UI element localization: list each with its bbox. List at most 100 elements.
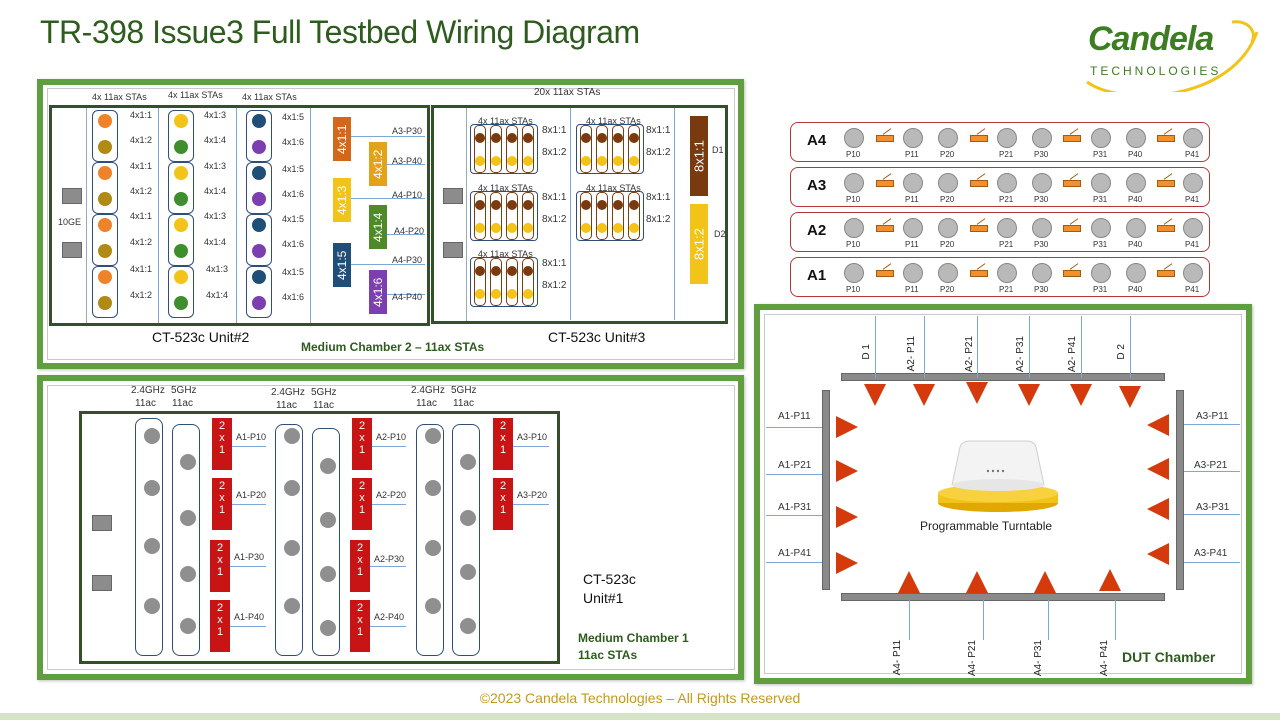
- sta-radio-dot: [597, 200, 607, 210]
- antenna-cable: [766, 474, 822, 475]
- sta-radio-dot: [613, 223, 623, 233]
- sta-radio-dot: [475, 223, 485, 233]
- unit3-output-label: D1: [712, 145, 724, 155]
- sta-pair: [92, 162, 118, 214]
- sta-radio-dot: [174, 296, 188, 310]
- radio-dot: [320, 512, 336, 528]
- attenuator-port: [997, 218, 1017, 238]
- attenuator-port-label: P31: [1093, 285, 1108, 294]
- sta-radio-dot: [252, 270, 266, 284]
- sta-radio-dot: [491, 266, 501, 276]
- radio-dot: [460, 618, 476, 634]
- radio-dot: [144, 538, 160, 554]
- attenuator-port-label: P20: [940, 240, 955, 249]
- attenuator-port: [1183, 263, 1203, 283]
- antenna-left: [836, 416, 858, 438]
- antenna-left-label: A1-P41: [778, 548, 812, 559]
- attenuator-port-label: P21: [999, 240, 1014, 249]
- sta-radio-dot: [475, 200, 485, 210]
- antenna-top-label: A2- P41: [1067, 336, 1078, 373]
- antenna-top: [913, 384, 935, 406]
- col1-label: 4x1:2: [130, 290, 153, 300]
- sta-radio-dot: [629, 200, 639, 210]
- unit3-label: 8x1:2: [542, 280, 567, 291]
- combiner-output-label: A3-P20: [517, 490, 548, 500]
- attenuator-port-label: P21: [999, 150, 1014, 159]
- unit3-port-1: [443, 188, 463, 204]
- col2-label: 4x1:4: [206, 290, 229, 300]
- attenuator-row-label: A3: [807, 177, 827, 194]
- antenna-cable: [1184, 514, 1240, 515]
- attenuator-port: [997, 173, 1017, 193]
- sta-radio-dot: [613, 200, 623, 210]
- sta-radio-dot: [174, 166, 188, 180]
- sta-pair: [92, 214, 118, 266]
- antenna-cable: [1130, 316, 1131, 378]
- unit3-label: 8x1:2: [646, 214, 671, 225]
- antenna-right: [1147, 414, 1169, 436]
- attenuator-port: [1126, 128, 1146, 148]
- antenna-bottom: [966, 571, 988, 593]
- unit3-output-label: D2: [714, 229, 726, 239]
- attenuator-icon: [970, 225, 988, 232]
- attenuator-port: [903, 173, 923, 193]
- combiner-output-label: A2-P40: [374, 612, 405, 622]
- splitter-output-line: [351, 198, 425, 199]
- antenna-cable: [1184, 562, 1240, 563]
- unit1-caption-line1: CT-523c: [583, 571, 636, 587]
- col3-label: 4x1:6: [282, 189, 305, 199]
- col1-bus-line: [158, 108, 159, 323]
- attenuator-port-label: P10: [846, 285, 861, 294]
- attenuator-port: [903, 263, 923, 283]
- attenuator-port-label: P11: [905, 195, 919, 204]
- unit2-divider: [86, 108, 87, 323]
- attenuator-port-label: P41: [1185, 150, 1200, 159]
- mode-header: 11ac: [416, 398, 437, 409]
- radio-dot: [425, 598, 441, 614]
- sta-group-header: 4x 11ax STAs: [478, 249, 533, 259]
- attenuator-port-label: P30: [1034, 285, 1049, 294]
- chamber2-label: Medium Chamber 2 – 11ax STAs: [301, 340, 485, 354]
- col2-bus-line: [236, 108, 237, 323]
- attenuator-port: [997, 263, 1017, 283]
- attenuator-port: [844, 173, 864, 193]
- attenuator-row-label: A4: [807, 132, 827, 149]
- col3-label: 4x1:6: [282, 239, 305, 249]
- splitter-output-line: [351, 264, 425, 265]
- splitter-output-label: A4-P30: [392, 255, 423, 265]
- sta-group-header: 4x 11ax STAs: [478, 183, 533, 193]
- chamber1-label-line2: 11ac STAs: [578, 648, 638, 662]
- antenna-bar-top: [841, 373, 1165, 381]
- sta-radio-dot: [98, 114, 112, 128]
- col1-label: 4x1:1: [130, 161, 153, 171]
- sta-radio-dot: [523, 266, 533, 276]
- attenuator-port: [1091, 173, 1111, 193]
- col3-label: 4x1:5: [282, 214, 305, 224]
- attenuator-port-label: P30: [1034, 195, 1049, 204]
- page-title: TR-398 Issue3 Full Testbed Wiring Diagra…: [40, 14, 640, 50]
- attenuator-port: [844, 263, 864, 283]
- radio-dot: [284, 428, 300, 444]
- mode-header: 11ac: [313, 400, 334, 411]
- mode-header: 11ac: [453, 398, 474, 409]
- sta-radio-dot: [491, 133, 501, 143]
- radio-capsule-5ghz: [312, 428, 340, 656]
- radio-dot: [425, 480, 441, 496]
- attenuator-port: [844, 128, 864, 148]
- radio-dot: [460, 454, 476, 470]
- combiner-output-line: [372, 504, 406, 505]
- attenuator-port: [1183, 128, 1203, 148]
- splitter-output-label: A3-P30: [392, 126, 423, 136]
- antenna-cable: [977, 316, 978, 378]
- band-header: 2.4GHz: [411, 385, 445, 396]
- attenuator-port-label: P21: [999, 285, 1014, 294]
- attenuator-port-label: P41: [1185, 240, 1200, 249]
- attenuator-port-label: P20: [940, 285, 955, 294]
- splitter-output-label: A3-P40: [392, 156, 423, 166]
- sta-pair: [246, 162, 272, 214]
- unit3-label: 8x1:1: [646, 125, 671, 136]
- sta-pair: [168, 110, 194, 162]
